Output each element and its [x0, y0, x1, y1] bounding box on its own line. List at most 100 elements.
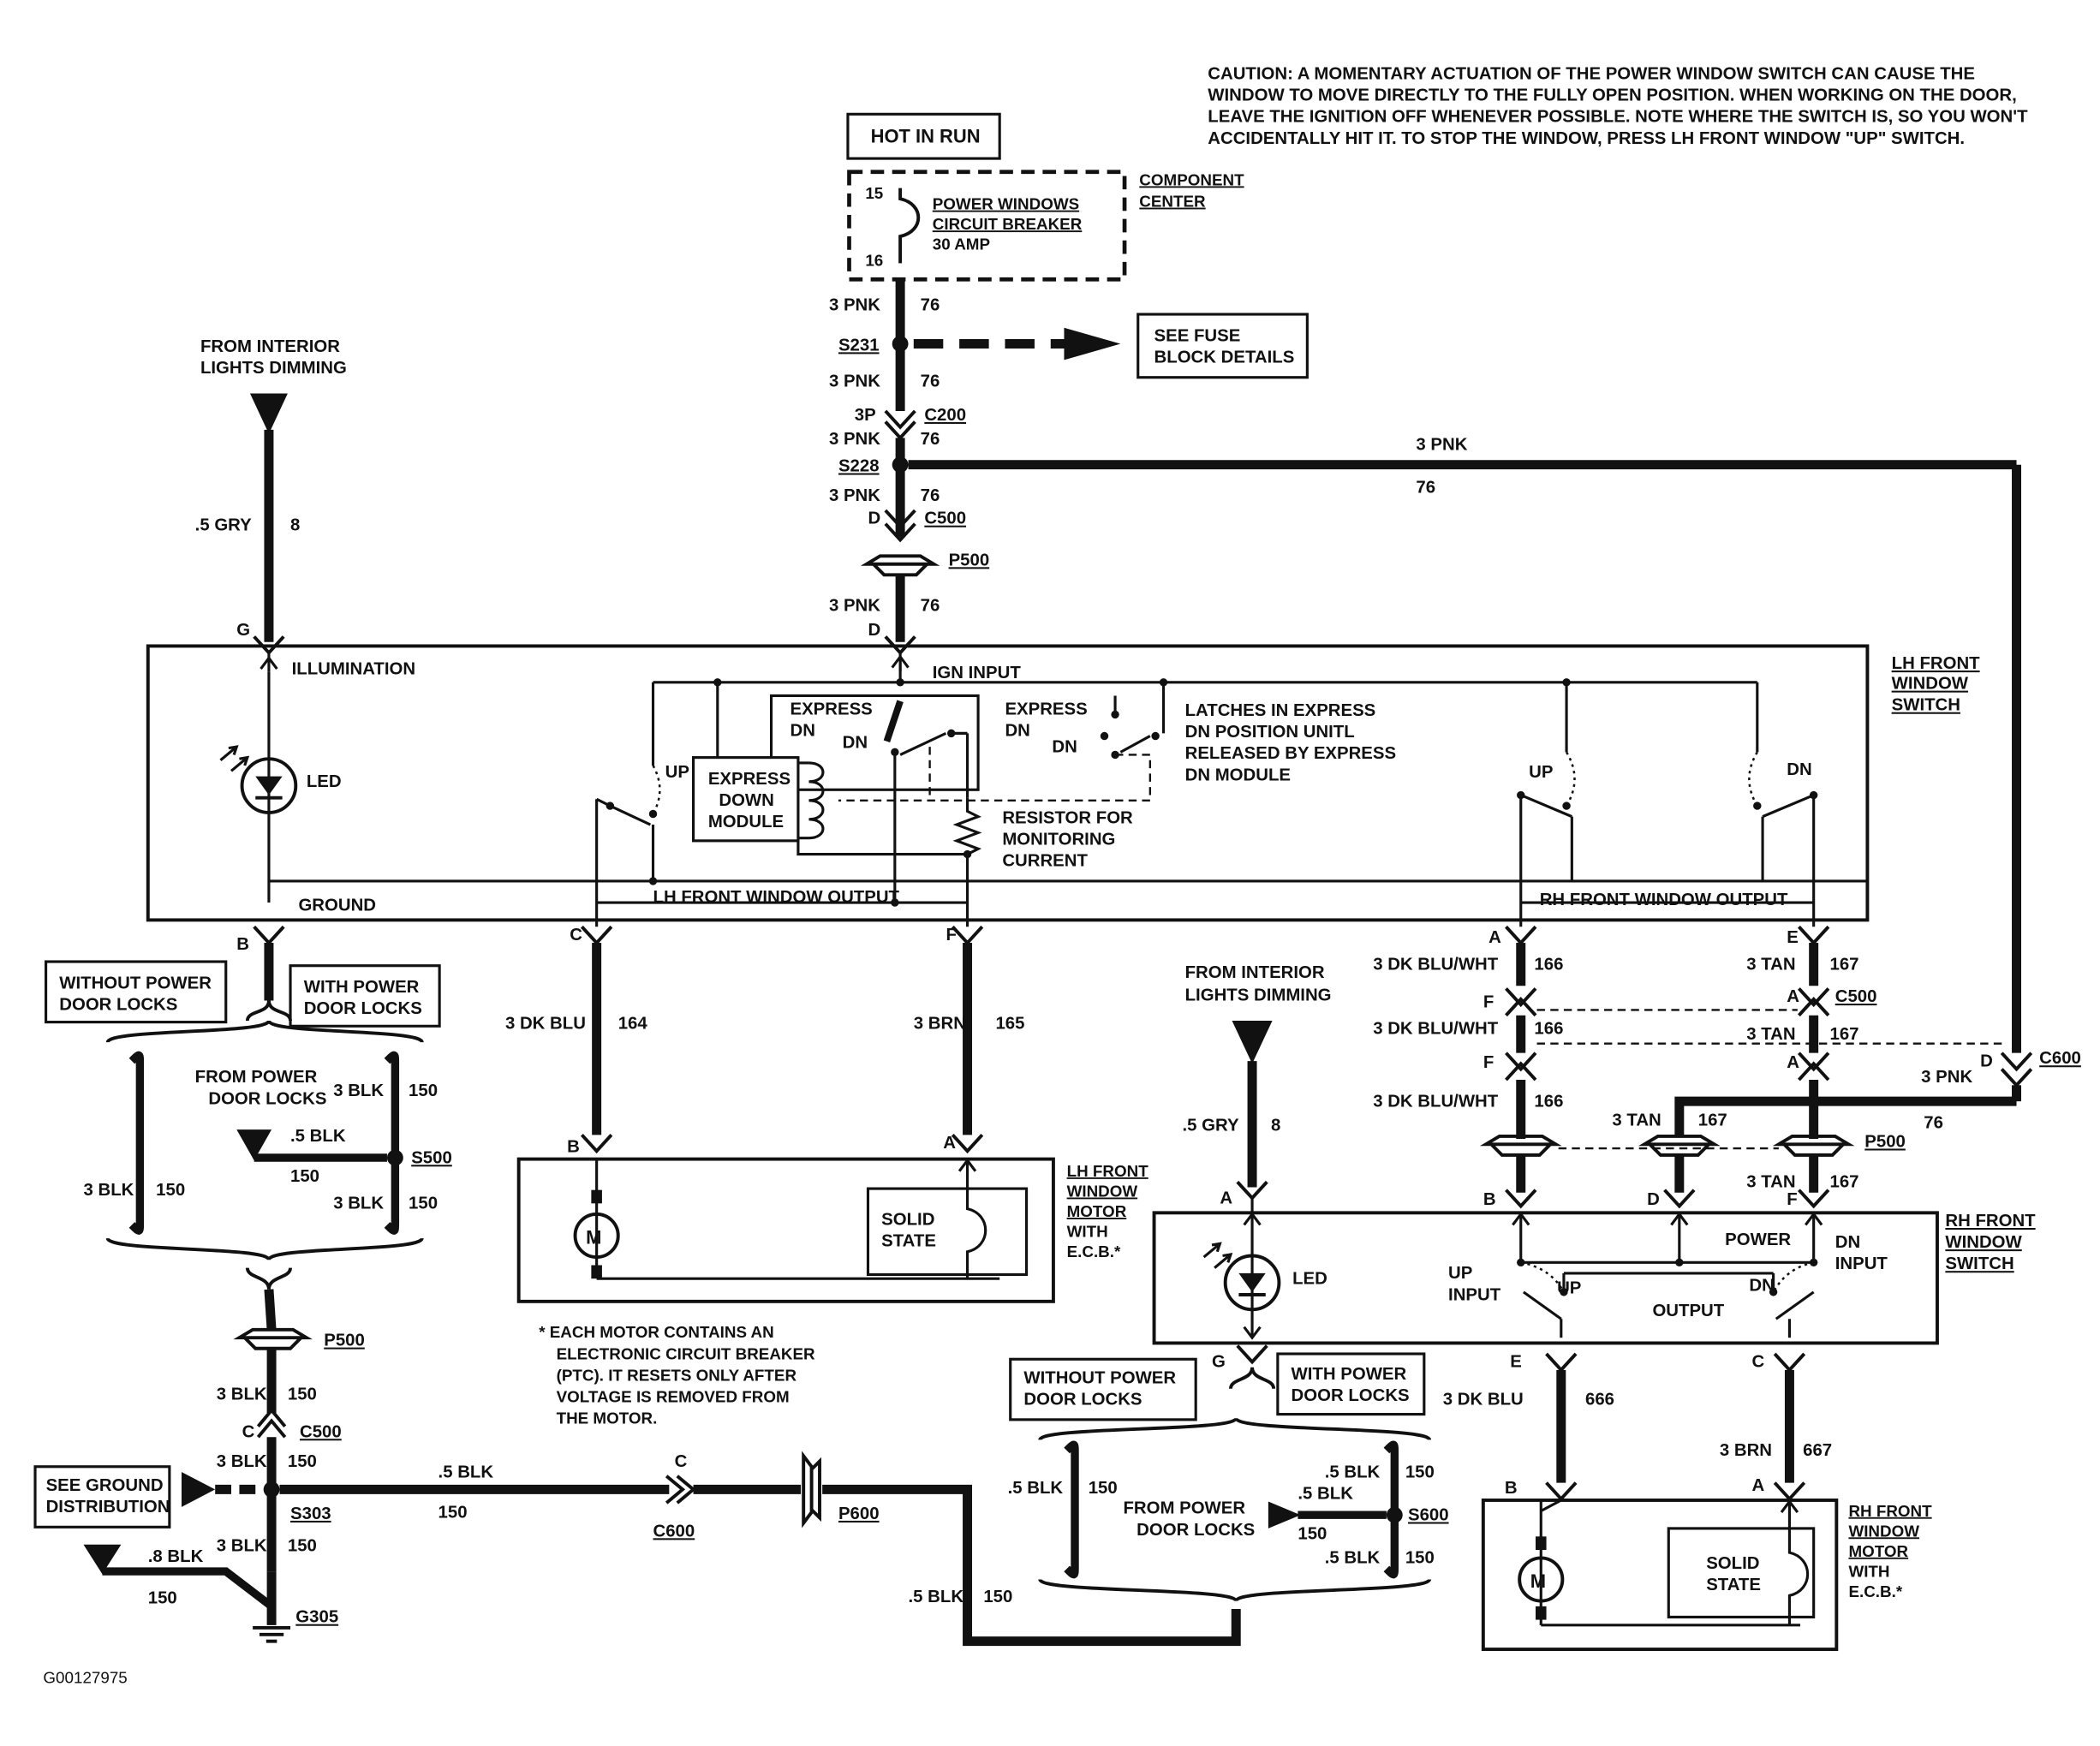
- caution-line-3: LEAVE THE IGNITION OFF WHENEVER POSSIBLE…: [1208, 108, 2028, 127]
- figure-id: G00127975: [43, 1668, 127, 1686]
- rh-motor-title-1: RH FRONT: [1848, 1502, 1932, 1520]
- interior-left-2: LIGHTS DIMMING: [200, 359, 347, 378]
- rh-motor-title-2: WINDOW: [1848, 1522, 1919, 1540]
- lh-switch-pins: [253, 925, 1830, 1135]
- rh-motor-symbol: [1518, 1556, 1565, 1603]
- circuit-150-right-bottom: 150: [983, 1588, 1012, 1606]
- rh-dn-input-2: INPUT: [1835, 1254, 1888, 1273]
- lh-led-label: LED: [307, 772, 342, 791]
- pin-c-rh-switch: C: [1752, 1353, 1765, 1372]
- with-pdl-left-1: WITH POWER: [304, 978, 420, 997]
- wire-tan-a: 3 TAN: [1746, 955, 1795, 974]
- p500-label-feed: P500: [949, 551, 990, 569]
- wire-5blk-right-b: .5 BLK: [1325, 1463, 1381, 1481]
- s231-label: S231: [838, 336, 880, 355]
- led-light-icon: [219, 745, 239, 761]
- c200-label: C200: [924, 406, 966, 425]
- rh-up-input-1: UP: [1448, 1264, 1472, 1283]
- with-pdl-right-box: [1276, 1352, 1426, 1416]
- option-brace-top-left: [105, 1019, 424, 1045]
- rh-output-label: RH FRONT WINDOW OUTPUT: [1540, 891, 1788, 909]
- dn-2-label: DN: [1052, 737, 1077, 756]
- fuse-block-label-2: BLOCK DETAILS: [1154, 348, 1295, 366]
- breaker-pin-15: 15: [865, 184, 883, 202]
- pin-f-c500-rh: F: [1483, 992, 1494, 1011]
- pin-b-rh-switch: B: [1483, 1190, 1496, 1209]
- connector-p500-feed: [860, 554, 940, 577]
- wire-dkbluwht-a: 3 DK BLU/WHT: [1373, 955, 1499, 974]
- pin-b-rh-motor: B: [1505, 1479, 1518, 1498]
- lh-motor-title-1: LH FRONT: [1067, 1162, 1149, 1180]
- circuit-166-a: 166: [1534, 955, 1563, 974]
- c600-label-left: C600: [653, 1522, 695, 1540]
- circuit-76-rh: 76: [1924, 1114, 1943, 1133]
- rh-wires-166-167: [1479, 943, 2002, 1209]
- circuit-150-left-a: 150: [156, 1181, 185, 1200]
- pdl-right-arrow: [1268, 1501, 1301, 1528]
- s600-label: S600: [1408, 1505, 1449, 1524]
- circuit-76-c: 76: [921, 430, 940, 449]
- circuit-8-right: 8: [1271, 1117, 1280, 1135]
- ground-dist-arrow: [181, 1472, 216, 1507]
- lh-solid-state-box: [866, 1187, 1029, 1277]
- pin-b-lh-motor: B: [567, 1138, 580, 1157]
- wire-3blk-left-b: 3 BLK: [333, 1082, 384, 1100]
- express-dn-2b: DN: [1005, 722, 1029, 741]
- splice-s600: [1386, 1506, 1403, 1523]
- resistor-label-2: MONITORING: [1002, 831, 1115, 849]
- module-label-3: MODULE: [708, 813, 784, 831]
- illumination-label: ILLUMINATION: [292, 659, 415, 678]
- pin-a-c600-rh: A: [1787, 1053, 1799, 1072]
- breaker-pin-16: 16: [865, 252, 883, 270]
- ecb-note-5: THE MOTOR.: [557, 1409, 658, 1427]
- resistor-label-1: RESISTOR FOR: [1002, 808, 1133, 827]
- wire-3pnk-rh: 3 PNK: [1921, 1068, 1972, 1087]
- pin-d-rh-switch: D: [1647, 1190, 1660, 1209]
- pin-a-rh-illum: A: [1220, 1189, 1232, 1207]
- express-frame: [769, 694, 980, 791]
- circuit-breaker-symbol: [898, 188, 921, 264]
- lh-motor-title-5: E.C.B.*: [1067, 1242, 1121, 1260]
- express-dn-2a: EXPRESS: [1005, 700, 1087, 718]
- circuit-150-left-f: 150: [288, 1452, 317, 1471]
- rh-motor-title-5: E.C.B.*: [1848, 1582, 1902, 1600]
- pin-d-switch: D: [868, 621, 880, 640]
- circuit-150-right-a: 150: [1089, 1479, 1118, 1498]
- express-down-module: [692, 756, 800, 843]
- rh-led-symbol: [1223, 1254, 1281, 1312]
- wire-3blk-left-c: 3 BLK: [333, 1195, 384, 1213]
- circuit-167-a: 167: [1829, 955, 1858, 974]
- option-brace-bottom-left: [105, 1237, 424, 1262]
- caution-line-2: WINDOW TO MOVE DIRECTLY TO THE FULLY OPE…: [1208, 86, 2016, 105]
- latch-note-4: DN MODULE: [1185, 766, 1291, 784]
- rh-switch-title-1: RH FRONT: [1945, 1212, 2036, 1231]
- hot-in-run-label: HOT IN RUN: [871, 125, 981, 146]
- circuit-150-left-b: 150: [409, 1082, 438, 1100]
- wire-3blk-left-d: 3 BLK: [217, 1385, 267, 1403]
- circuit-150-left-g: 150: [288, 1537, 317, 1556]
- ecb-note-3: (PTC). IT RESETS ONLY AFTER: [557, 1366, 797, 1384]
- rh-motor-title-3: MOTOR: [1848, 1542, 1908, 1560]
- wire-3dkblu-164: 3 DK BLU: [505, 1014, 586, 1033]
- circuit-164: 164: [618, 1014, 648, 1033]
- lh-switch-title-2: WINDOW: [1892, 675, 1969, 694]
- wire-5blk-right-bottom: .5 BLK: [909, 1588, 964, 1606]
- lh-output-label: LH FRONT WINDOW OUTPUT: [653, 888, 900, 907]
- with-pdl-left-2: DOOR LOCKS: [304, 999, 422, 1018]
- circuit-166-c: 166: [1534, 1092, 1563, 1111]
- lh-motor-symbol: [573, 1212, 620, 1260]
- rh-motor-m: M: [1530, 1570, 1546, 1592]
- lh-motor-title-3: MOTOR: [1067, 1202, 1127, 1220]
- circuit-150-left-c: 150: [290, 1167, 319, 1186]
- circuit-165: 165: [995, 1014, 1024, 1033]
- circuit-167-d: 167: [1829, 1173, 1858, 1192]
- pin-c-c600: C: [675, 1452, 688, 1471]
- pin-a-c500-rh: A: [1787, 987, 1799, 1006]
- caution-line-4: ACCIDENTALLY HIT IT. TO STOP THE WINDOW,…: [1208, 129, 1965, 148]
- from-pdl-right-1: FROM POWER: [1123, 1499, 1245, 1518]
- express-dn-1b: DN: [790, 722, 815, 741]
- rh-motor-box: [1481, 1499, 1839, 1652]
- breaker-name-2: CIRCUIT BREAKER: [933, 215, 1083, 233]
- feed-to-rh-switch: [908, 460, 2033, 1106]
